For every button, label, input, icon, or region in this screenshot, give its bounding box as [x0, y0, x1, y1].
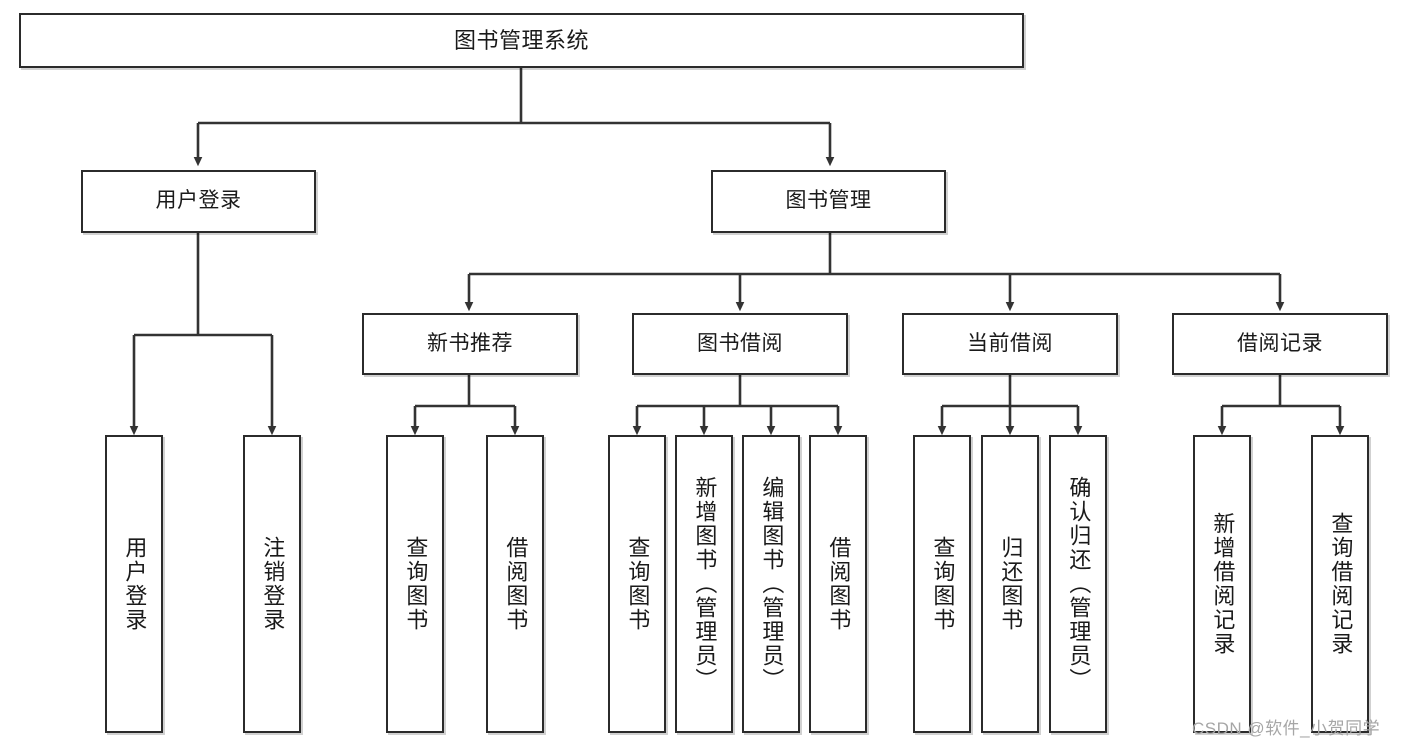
leaf-current-query-book[interactable]: 查询图书	[913, 435, 971, 733]
node-book-borrow[interactable]: 图书借阅	[632, 313, 848, 375]
leaf-user-login-logout[interactable]: 注销登录	[243, 435, 301, 733]
node-label: 用户登录	[122, 536, 148, 632]
node-book-management[interactable]: 图书管理	[711, 170, 946, 233]
node-label: 新增借阅记录	[1210, 512, 1236, 656]
leaf-recommend-borrow-book[interactable]: 借阅图书	[486, 435, 544, 733]
leaf-borrow-edit-book-admin[interactable]: 编辑图书（管理员）	[742, 435, 800, 733]
leaf-borrow-borrow-book[interactable]: 借阅图书	[809, 435, 867, 733]
node-label: 注销登录	[260, 536, 286, 632]
node-label: 当前借阅	[967, 331, 1053, 355]
leaf-recommend-query-book[interactable]: 查询图书	[386, 435, 444, 733]
node-label: 用户登录	[155, 189, 242, 213]
node-label: 图书管理系统	[453, 27, 589, 53]
node-label: 查询图书	[625, 536, 651, 632]
leaf-current-return-book[interactable]: 归还图书	[981, 435, 1039, 733]
node-new-book-recommend[interactable]: 新书推荐	[362, 313, 578, 375]
node-label: 查询借阅记录	[1328, 512, 1354, 656]
csdn-watermark: CSDN @软件_小贺同学	[1192, 719, 1381, 738]
leaf-current-confirm-return-admin[interactable]: 确认归还（管理员）	[1049, 435, 1107, 733]
node-label: 图书管理	[785, 189, 872, 213]
node-label: 借阅图书	[826, 536, 852, 632]
leaf-record-add-record[interactable]: 新增借阅记录	[1193, 435, 1251, 733]
node-label: 新增图书（管理员）	[692, 476, 718, 692]
node-label: 查询图书	[403, 536, 429, 632]
node-label: 图书借阅	[697, 331, 783, 355]
node-label: 新书推荐	[427, 331, 513, 355]
node-label: 确认归还（管理员）	[1066, 476, 1092, 692]
node-label: 借阅记录	[1237, 331, 1323, 355]
leaf-borrow-query-book[interactable]: 查询图书	[608, 435, 666, 733]
leaf-borrow-add-book-admin[interactable]: 新增图书（管理员）	[675, 435, 733, 733]
node-user-login[interactable]: 用户登录	[81, 170, 316, 233]
node-label: 归还图书	[998, 536, 1024, 632]
node-borrow-record[interactable]: 借阅记录	[1172, 313, 1388, 375]
leaf-user-login-login[interactable]: 用户登录	[105, 435, 163, 733]
node-label: 编辑图书（管理员）	[759, 476, 785, 692]
node-label: 借阅图书	[503, 536, 529, 632]
node-label: 查询图书	[930, 536, 956, 632]
leaf-record-query-record[interactable]: 查询借阅记录	[1311, 435, 1369, 733]
node-current-borrow[interactable]: 当前借阅	[902, 313, 1118, 375]
node-root-system[interactable]: 图书管理系统	[19, 13, 1024, 68]
